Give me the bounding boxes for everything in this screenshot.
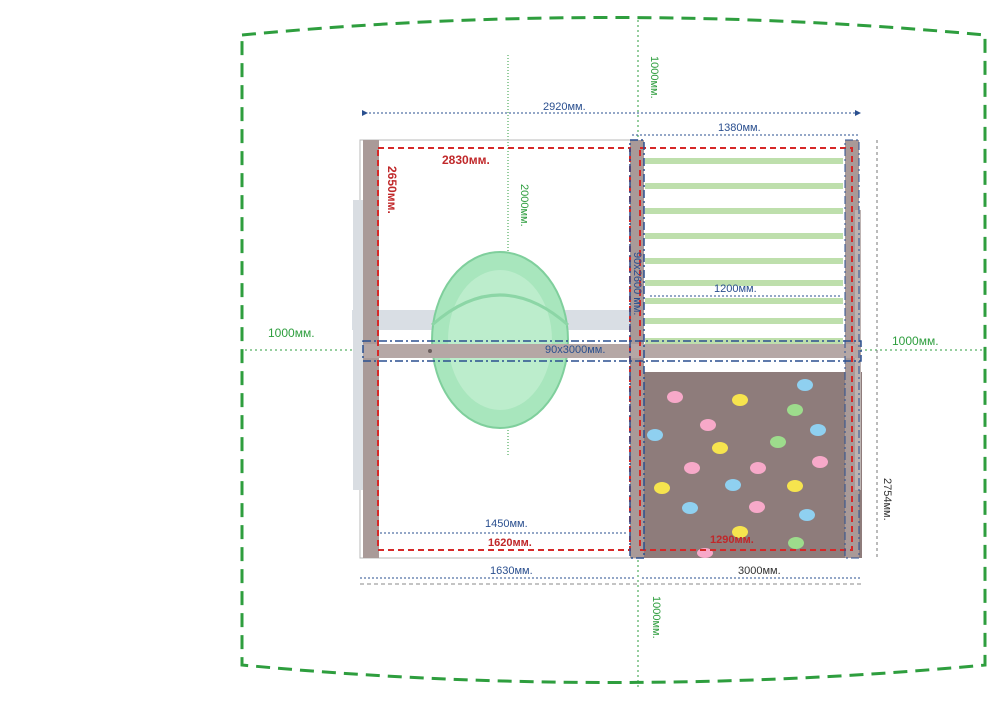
inner-red-width-label: 2830мм. [442, 153, 490, 167]
bar-width-label: 1200мм. [714, 283, 757, 295]
swing-span-label: 2000мм. [518, 184, 530, 227]
zone-bottom-label: 1000мм. [650, 596, 662, 639]
overall-width-label: 2920мм. [543, 101, 586, 113]
zone-right-label: 1000мм. [892, 334, 939, 348]
swing-seat-rim [431, 293, 569, 327]
blue-outline-right-post [844, 139, 860, 559]
ladder-bars [645, 158, 843, 344]
climbing-holds [647, 379, 828, 558]
safety-zone-outline [240, 16, 987, 684]
zone-top-label: 1000мм. [648, 56, 660, 99]
wall-red-width-label: 1290мм. [710, 534, 754, 546]
inner-red-outline-right [639, 147, 853, 551]
wall-height-label: 2754мм. [881, 478, 893, 521]
left-side-shadow [353, 200, 363, 490]
beam-bolt [428, 349, 432, 353]
main-beam [363, 344, 861, 358]
ladder-width-label: 1380мм. [718, 122, 761, 134]
zone-left-label: 1000мм. [268, 326, 315, 340]
blue-outline-mid-post [629, 139, 645, 559]
left-base-label: 1630мм. [490, 565, 533, 577]
inner-red-outline-left [377, 147, 631, 551]
beam-spec-label: 90x3000мм. [545, 344, 606, 356]
inner-red-height-label: 2650мм. [385, 166, 399, 214]
left-clear-red-label: 1620мм. [488, 537, 532, 549]
left-clear-inner-label: 1450мм. [485, 518, 528, 530]
swing-seat-inner [448, 270, 552, 410]
blue-outline-beam [362, 340, 862, 362]
post-spec-label: 90x2600 мм. [631, 252, 643, 316]
right-base-label: 3000мм. [738, 565, 781, 577]
